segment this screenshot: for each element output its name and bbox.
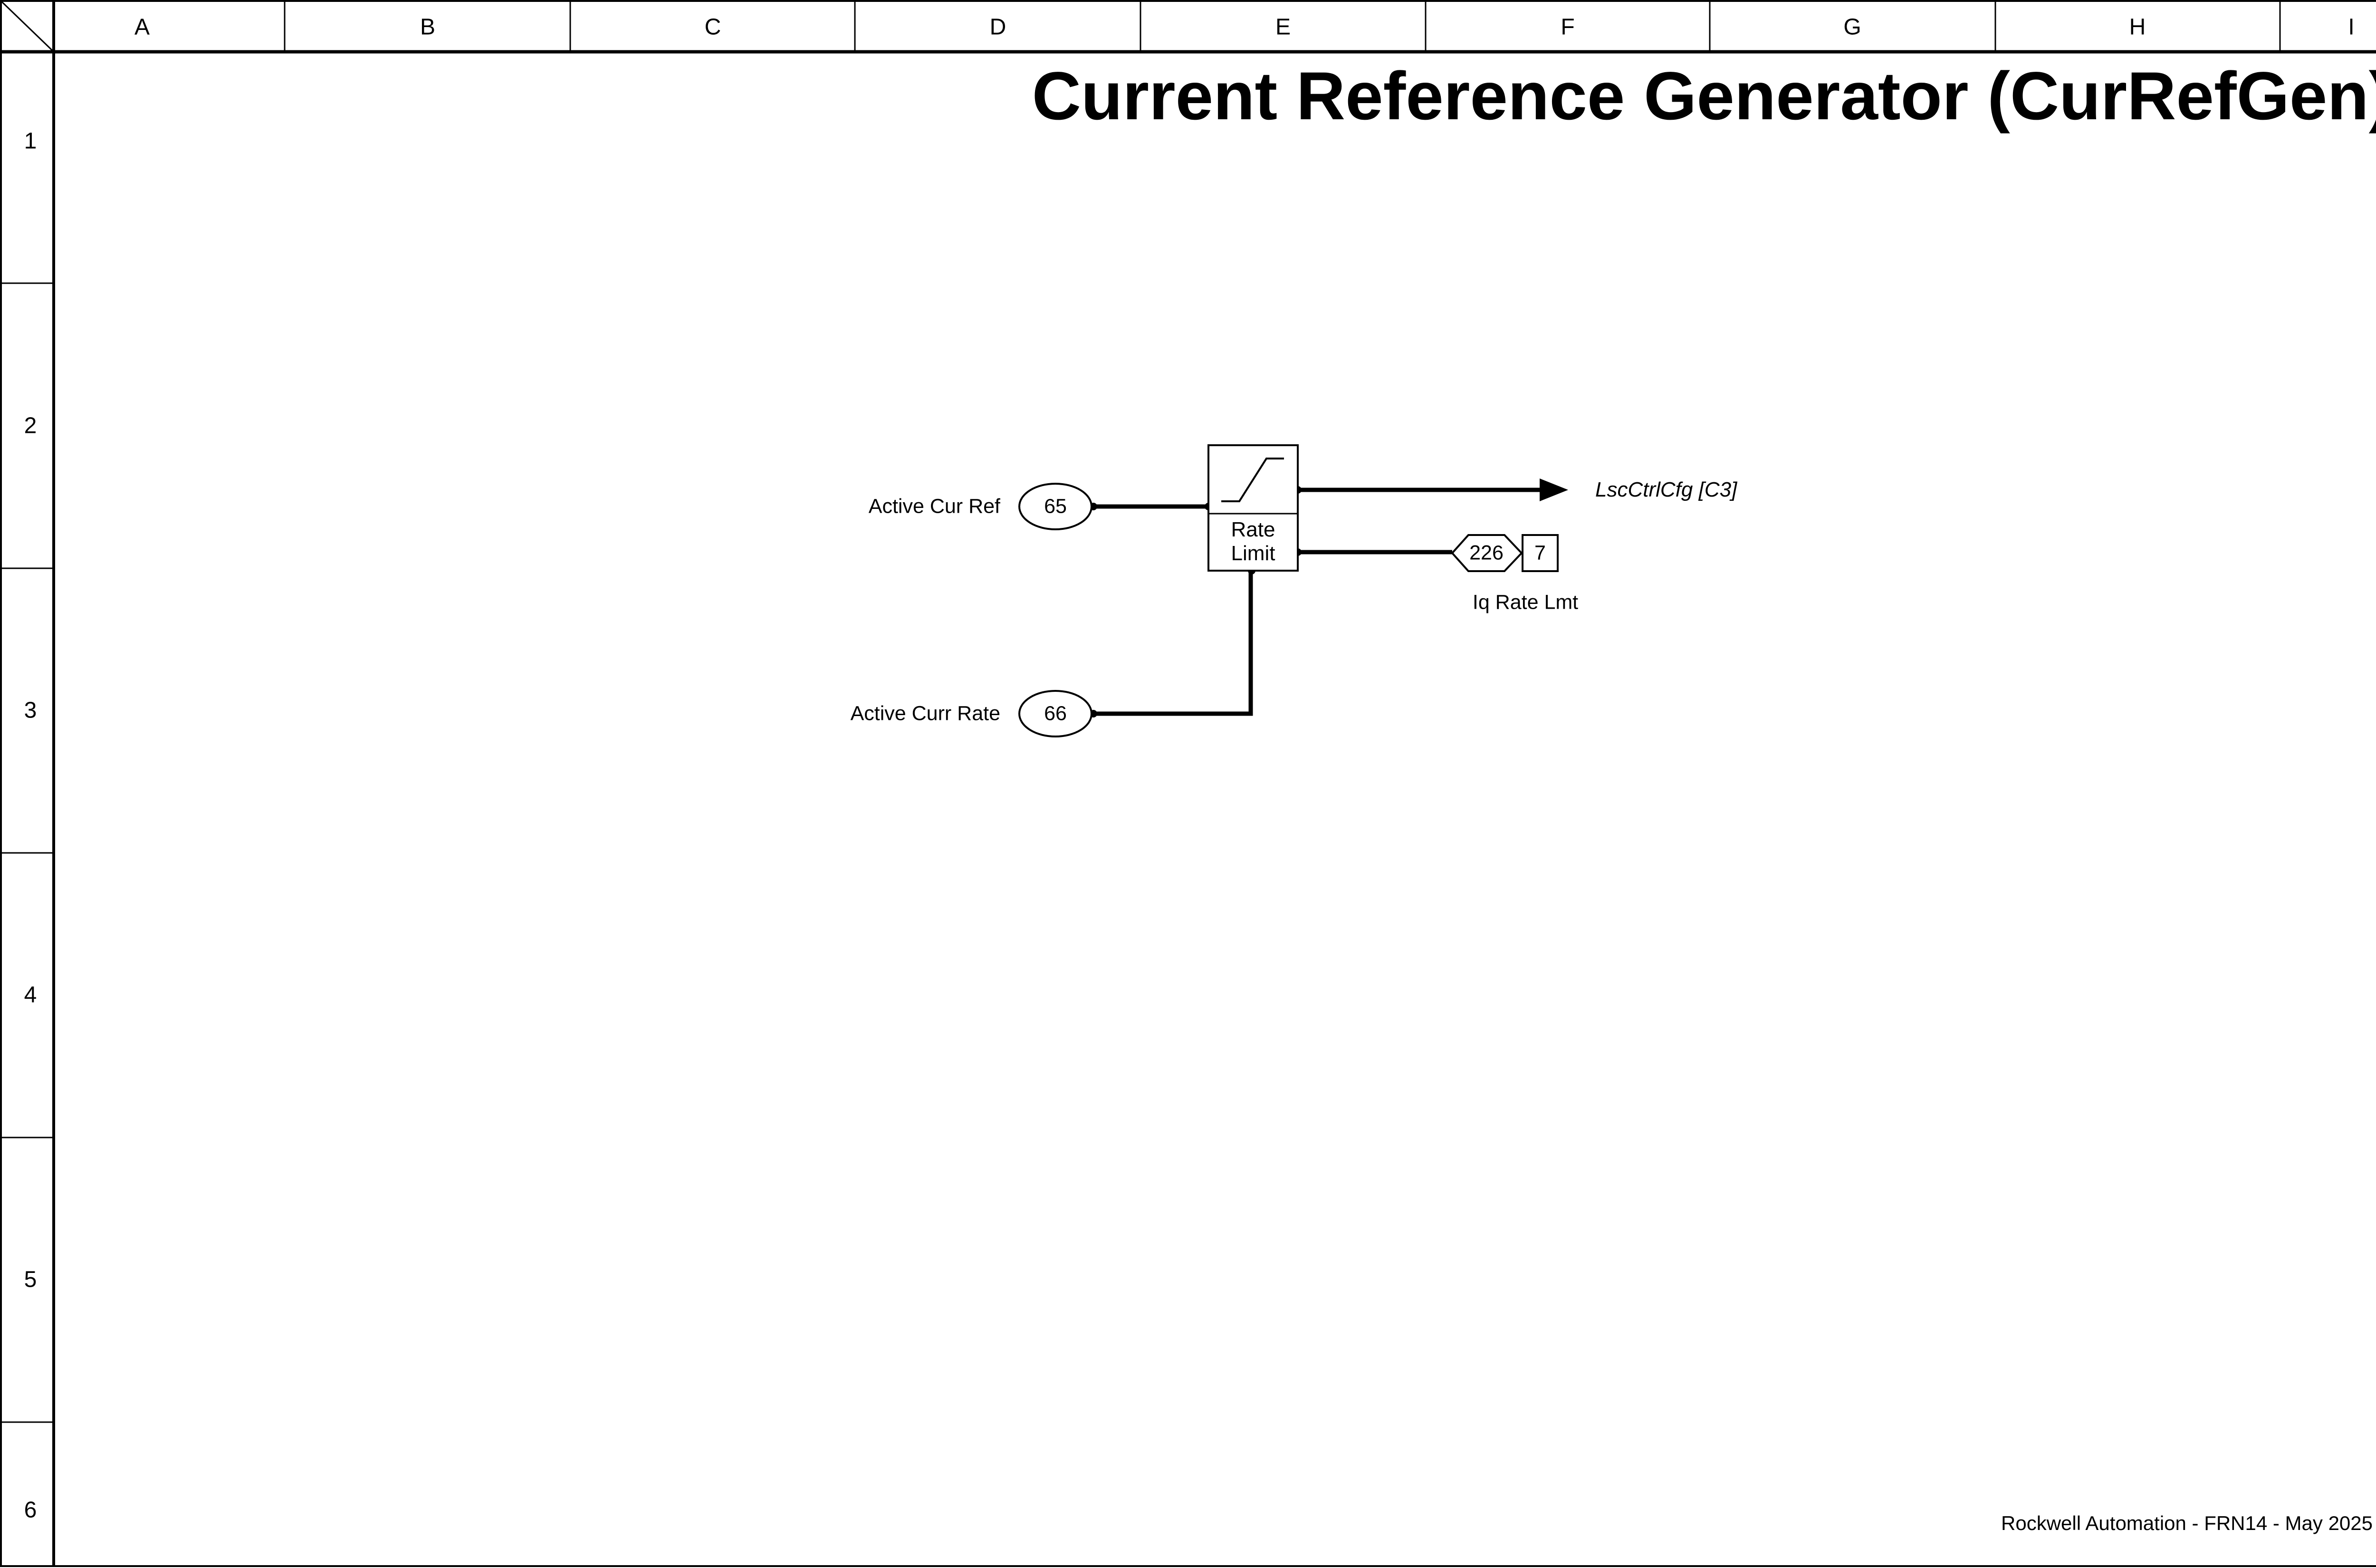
col-header-g: G (1843, 14, 1861, 40)
page-footer: Rockwell Automation - FRN14 - May 2025 (2001, 1512, 2373, 1534)
col-header-i: I (2348, 14, 2355, 40)
param-number-66: 66 (1044, 702, 1067, 725)
row-header-2: 2 (24, 413, 37, 439)
col-header-h: H (2129, 14, 2146, 40)
datalink-box-7 (1522, 534, 1559, 572)
column-dividers (284, 0, 2281, 52)
param-label-iq-rate-lmt: Iq Rate Lmt (1472, 591, 1579, 614)
input-label-active-cur-ref: Active Cur Ref (868, 495, 1000, 518)
row-header-4: 4 (24, 982, 37, 1008)
param-number-226: 226 (1469, 541, 1504, 564)
corner-diagonal (0, 0, 55, 53)
col-header-d: D (989, 14, 1006, 40)
rate-limit-label-line1: Rate (1231, 518, 1275, 541)
page-title: Current Reference Generator (CurRefGen) (1032, 58, 2376, 134)
slew-rate-limit-icon (1221, 458, 1284, 502)
col-header-a: A (134, 14, 150, 40)
param-oval-65 (1018, 483, 1092, 530)
input-label-active-curr-rate: Active Curr Rate (850, 702, 1000, 725)
row-header-1: 1 (24, 128, 37, 154)
col-header-f: F (1561, 14, 1575, 40)
row-header-6: 6 (24, 1497, 37, 1523)
row-header-5: 5 (24, 1267, 37, 1292)
rate-limit-label-line2: Limit (1231, 542, 1275, 565)
wire-active-curr-rate (1092, 571, 1253, 716)
output-label-lscctrlcfg: LscCtrlCfg [C3] (1595, 478, 1737, 501)
datalink-number-7: 7 (1534, 541, 1546, 564)
rate-limit-block (1207, 444, 1299, 572)
arrowhead-icon (1540, 478, 1568, 501)
rate-limit-label: Rate Limit (1231, 518, 1275, 565)
row-dividers (0, 282, 54, 1423)
col-header-b: B (420, 14, 436, 40)
param-number-65: 65 (1044, 495, 1067, 518)
param-oval-66 (1018, 690, 1092, 737)
row-header-3: 3 (24, 698, 37, 723)
col-header-e: E (1275, 14, 1291, 40)
col-header-c: C (704, 14, 721, 40)
